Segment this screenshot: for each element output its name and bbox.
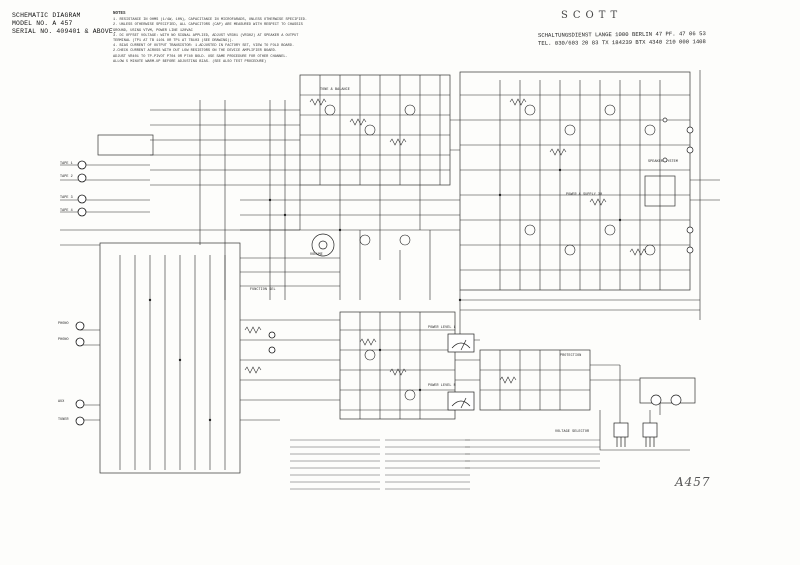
junction-dots: [148, 168, 622, 422]
note-line: ADJUST VR401 TO TP-PIVOT P704 OR P740 BO…: [113, 54, 288, 59]
volume-pot: [311, 233, 335, 257]
power-meter-label-r: POWER LEVEL R: [428, 384, 456, 388]
volume-label: VOLUME: [310, 253, 323, 257]
jack-label: PHONO: [58, 322, 69, 326]
title-line-3: SERIAL NO. 409401 & ABOVE.: [12, 28, 117, 35]
selector-board: [99, 242, 241, 474]
title-block: SCHEMATIC DIAGRAM MODEL NO. A 457 SERIAL…: [12, 12, 117, 36]
jack-label: PHONO: [58, 338, 69, 342]
output-transistors: [613, 394, 682, 447]
brand-name: SCOTT: [561, 10, 623, 21]
power-transformer: [639, 377, 696, 404]
speaker-terminals: [662, 117, 694, 254]
speaker-label: SPEAKER SYSTEM: [648, 160, 678, 164]
resistor-symbols: [244, 98, 647, 384]
notes-title: NOTES: [113, 12, 126, 16]
title-line-1: SCHEMATIC DIAGRAM: [12, 12, 81, 19]
note-line: 4. BIAS CURRENT OF OUTPUT TRANSISTOR: 1.…: [113, 44, 295, 49]
title-line-2: MODEL NO. A 457: [12, 20, 73, 27]
jack-label: TUNER: [58, 418, 69, 422]
power-meters: [447, 333, 475, 411]
board-outlines: [97, 71, 696, 474]
transistor-symbols: [324, 104, 656, 401]
voltage-selector-label: VOLTAGE SELECTOR: [555, 430, 590, 434]
meter-board: [339, 311, 456, 420]
tone-board-label: TONE & BALANCE: [320, 88, 350, 92]
note-line: ALLOW 5 MINUTE WARM-UP BEFORE ADJUSTING …: [113, 59, 267, 64]
selector-label: FUNCTION SEL: [250, 288, 276, 292]
note-line: 2. UNLESS OTHERWISE SPECIFIED, ALL CAPAC…: [113, 23, 303, 28]
tone-board: [299, 74, 451, 186]
main-amp-board: [459, 71, 691, 291]
note-line: 3. DC OFFSET VOLTAGE: WITH NO SIGNAL APP…: [113, 33, 299, 38]
protect-label: PROTECTION: [560, 354, 582, 358]
switch-block: [97, 134, 154, 156]
note-line: TERMINAL (TP1 AT TB 1101 OR TP1 AT TB103…: [113, 39, 234, 44]
jack-label: TAPE 4: [60, 209, 73, 213]
note-line: 2.CHECK CURRENT ACROSS WITH DUT LOW RESI…: [113, 49, 277, 54]
jack-label: TAPE 1: [60, 162, 73, 166]
note-line: 1. RESISTANCE IN OHMS (1/4W, 10%), CAPAC…: [113, 18, 308, 23]
jack-label: TAPE 3: [60, 196, 73, 200]
wiring: [60, 70, 720, 470]
parts-list-lines: [290, 439, 600, 490]
input-jacks: [75, 160, 276, 426]
jack-label: AUX: [58, 400, 65, 404]
protect-board: [479, 349, 591, 411]
notes-block: NOTES 1. RESISTANCE IN OHMS (1/4W, 10%),…: [113, 12, 513, 65]
note-line: GROUND, USING VTVM, POWER LINE 120VAC: [113, 28, 193, 33]
power-meter-label-l: POWER LEVEL L: [428, 326, 456, 330]
handwritten-mark: A457: [675, 475, 711, 489]
jack-label: TAPE 2: [60, 175, 73, 179]
